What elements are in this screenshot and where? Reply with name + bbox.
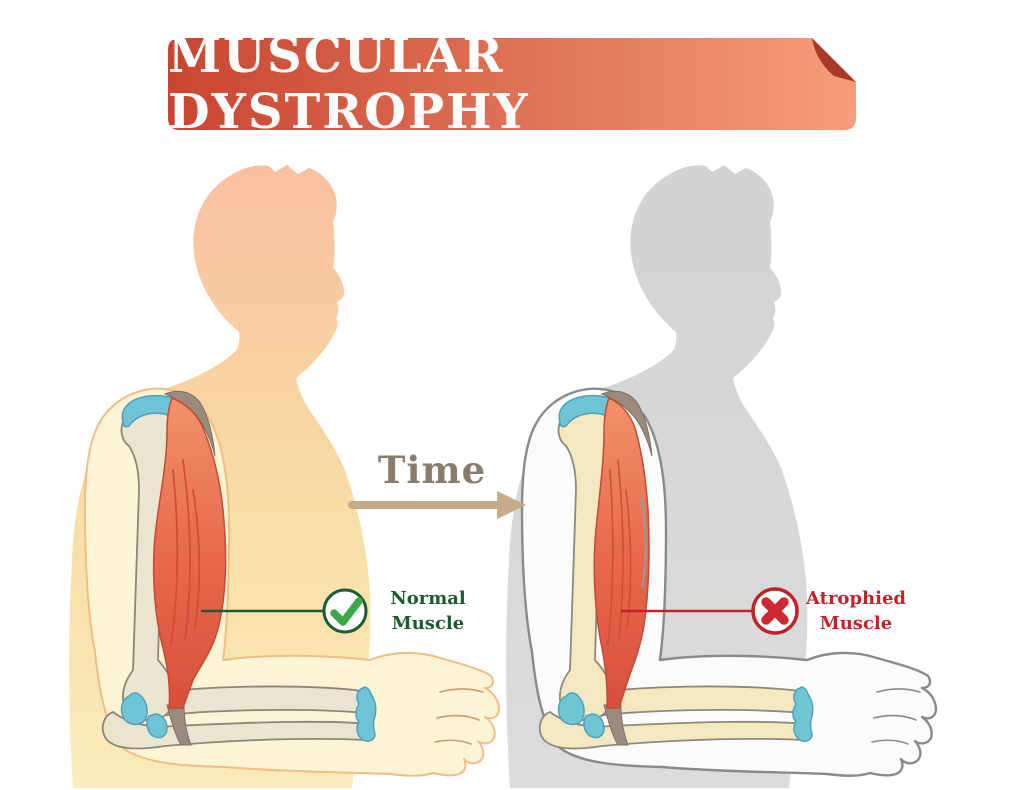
banner-fold-corner-icon: [812, 38, 856, 82]
normal-muscle-figure: [69, 165, 500, 788]
right-elbow-cartilage: [557, 692, 585, 726]
banner-background: [168, 38, 856, 130]
normal-muscle-callout: [201, 588, 368, 634]
checkmark-circle: [322, 588, 368, 634]
checkmark-icon: [330, 597, 363, 626]
left-hand-finger-creases: [434, 688, 484, 745]
atrophied-muscle-callout: [621, 587, 799, 635]
right-muscle-striations: [607, 459, 632, 646]
right-hand-finger-creases: [871, 688, 921, 745]
former-muscle-size-outline: [640, 497, 647, 589]
left-elbow-cartilage: [120, 692, 148, 726]
title-banner: [168, 38, 856, 130]
arrow-right-icon: [348, 491, 526, 519]
left-muscle-striations: [170, 459, 201, 646]
atrophied-muscle-figure: [506, 165, 938, 788]
cross-icon: [761, 597, 789, 625]
